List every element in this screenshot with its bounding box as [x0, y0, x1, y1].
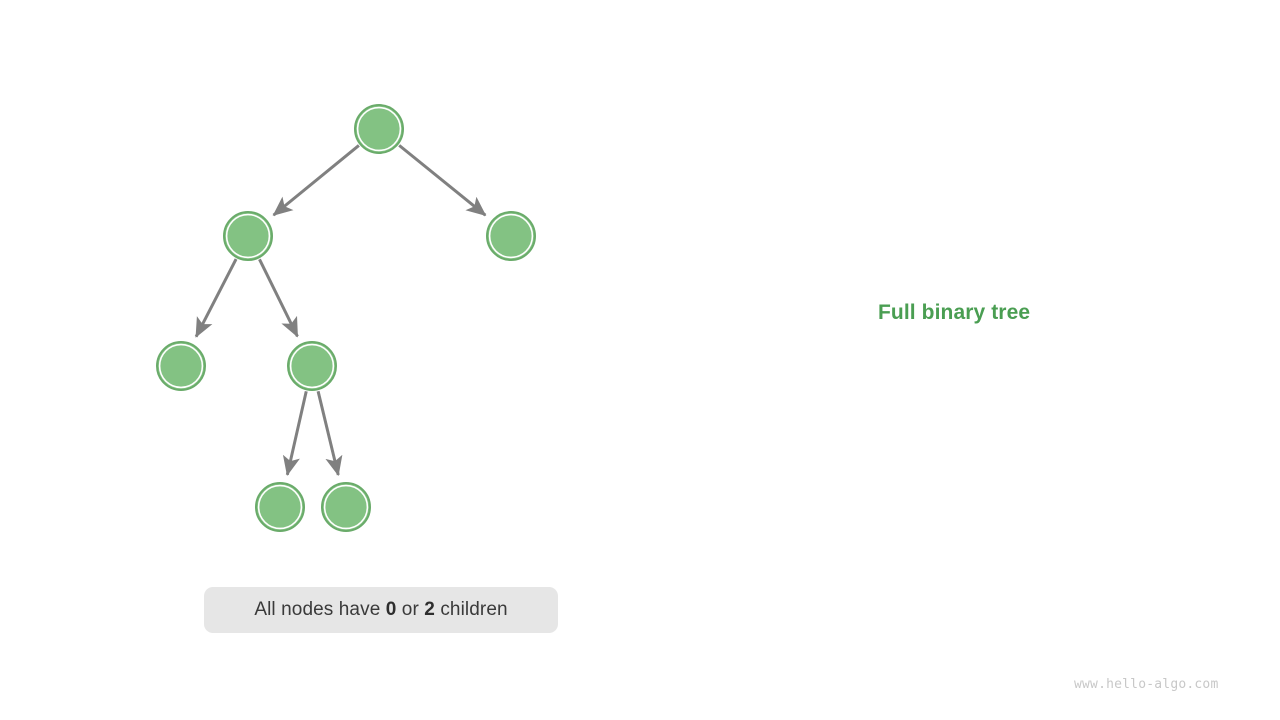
tree-edge: [282, 391, 308, 476]
site-watermark: www.hello-algo.com: [1074, 677, 1219, 692]
tree-node: [354, 104, 404, 154]
caption-bold-zero: 0: [385, 599, 397, 620]
tree-node: [223, 211, 273, 261]
node-inner-ring: [356, 106, 402, 152]
node-inner-ring: [289, 343, 335, 389]
node-inner-ring: [488, 213, 534, 259]
caption-badge: All nodes have 0 or 2 children: [204, 587, 558, 633]
caption-bold-two: 2: [424, 599, 435, 620]
caption-suffix: children: [434, 599, 508, 620]
tree-edge: [316, 390, 343, 477]
tree-node: [156, 341, 206, 391]
tree-node: [486, 211, 536, 261]
node-inner-ring: [323, 484, 369, 530]
node-inner-ring: [257, 484, 303, 530]
caption-label: All nodes have 0 or 2 children: [254, 599, 507, 621]
tree-edge: [272, 144, 360, 217]
tree-edge: [258, 258, 299, 338]
node-inner-ring: [158, 343, 204, 389]
node-inner-ring: [225, 213, 271, 259]
caption-middle: or: [396, 599, 425, 620]
tree-node: [255, 482, 305, 532]
tree-node: [321, 482, 371, 532]
tree-node: [287, 341, 337, 391]
page-title: Full binary tree: [878, 301, 1031, 324]
tree-edge: [194, 258, 238, 338]
tree-edge-layer: [194, 144, 487, 477]
tree-node-layer: [156, 104, 536, 532]
caption-prefix: All nodes have: [254, 599, 386, 620]
tree-edge: [398, 144, 487, 217]
